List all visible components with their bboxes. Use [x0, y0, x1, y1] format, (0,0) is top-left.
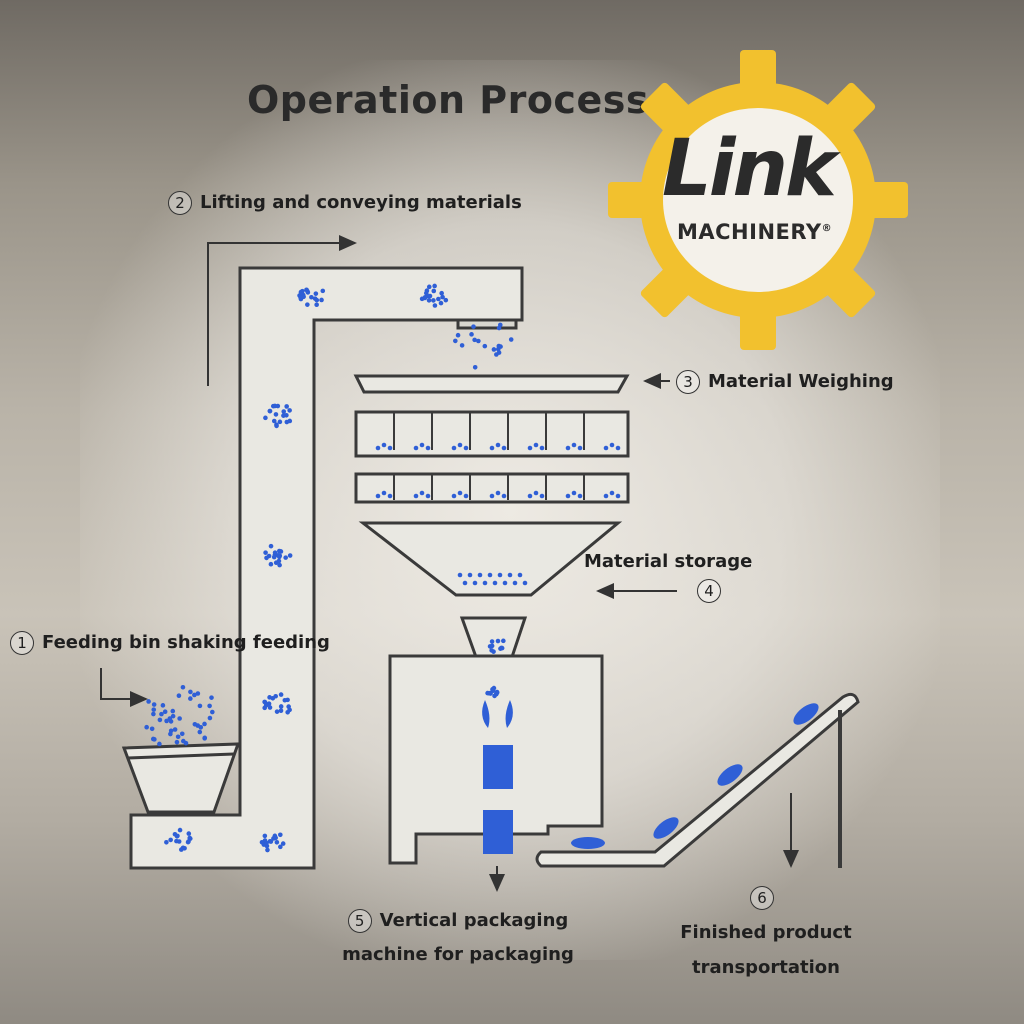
feed-arrow: [100, 668, 148, 707]
output-conveyor: [535, 692, 860, 868]
finished-packages: [571, 703, 819, 849]
logo-subtitle: MACHINERY®: [677, 220, 833, 244]
step-4-number: 4: [697, 579, 729, 603]
weigher-top-row: [353, 374, 630, 394]
weigher-bottom-row: [354, 472, 630, 504]
step-4-label: Material storage: [584, 551, 753, 572]
page-title: Operation Process: [247, 78, 649, 122]
logo-name: Link: [662, 124, 837, 214]
packaging-bags: [482, 700, 513, 854]
lift-arrow: [207, 235, 357, 386]
storage-funnel: [358, 521, 623, 597]
feeding-bin: [121, 742, 241, 814]
